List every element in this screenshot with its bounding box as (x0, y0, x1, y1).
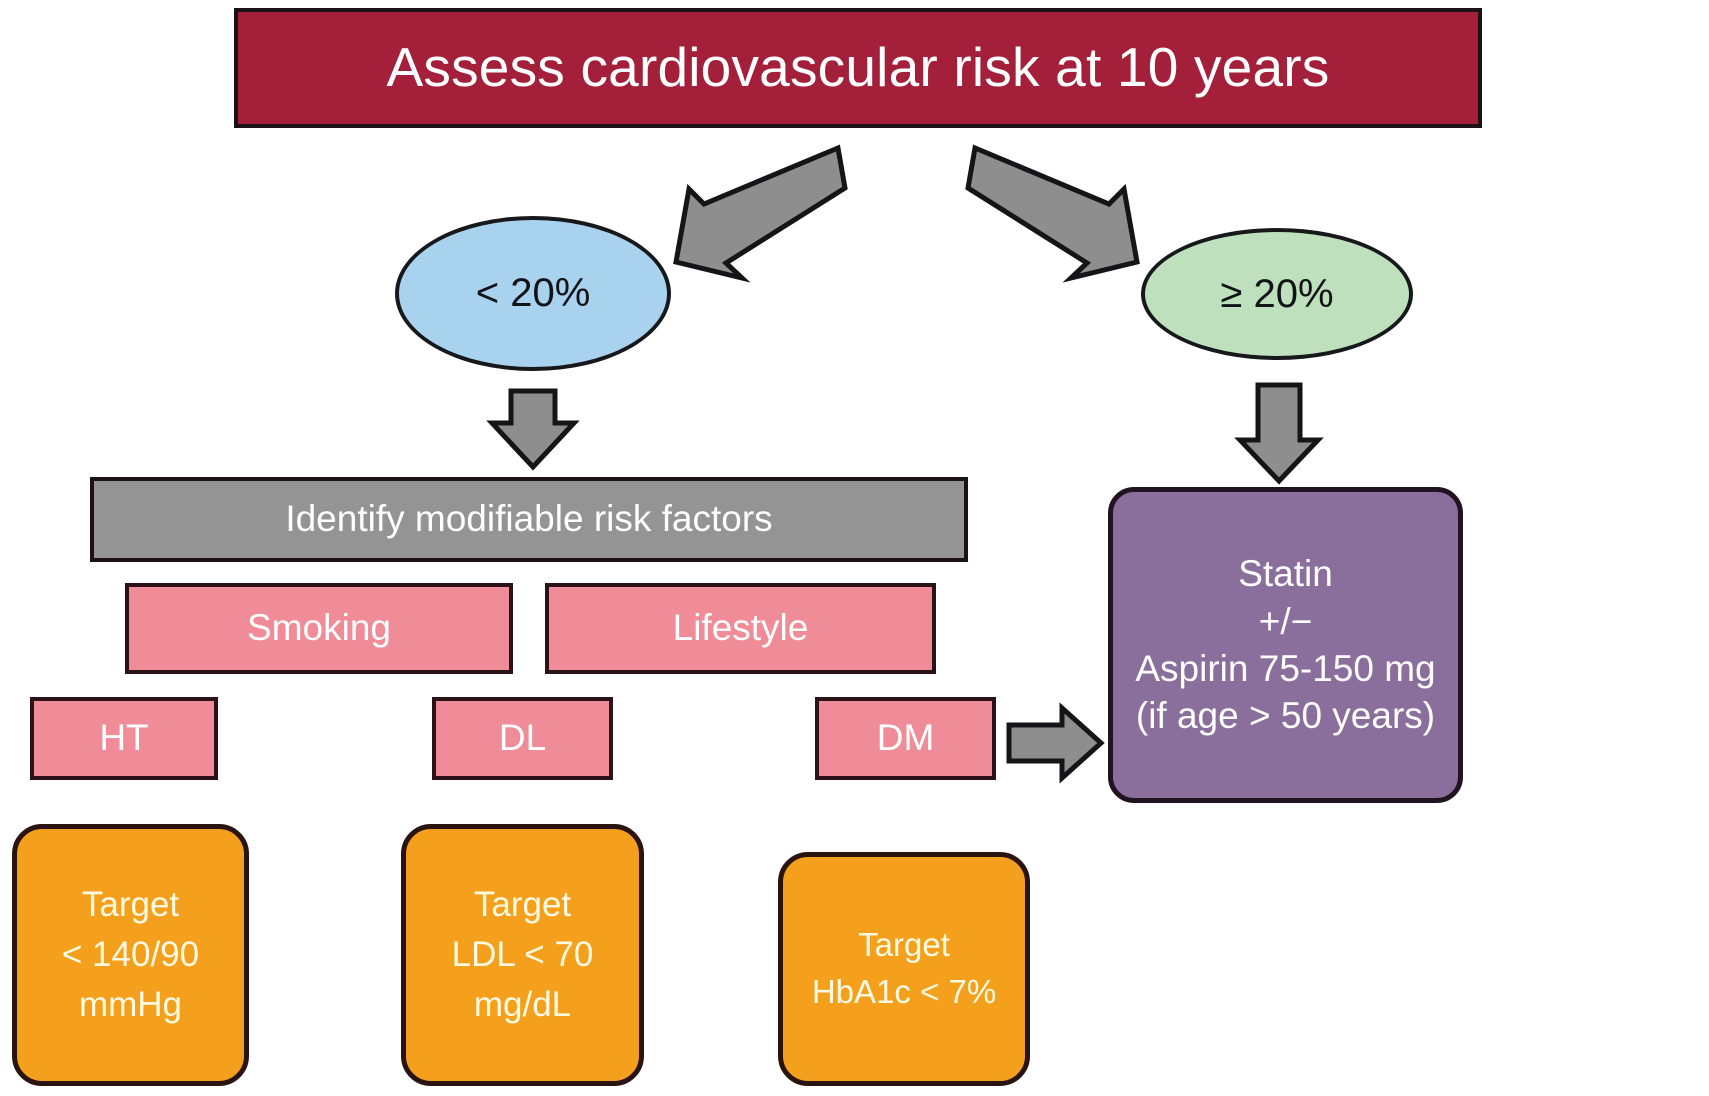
risk-high-ellipse: ≥ 20% (1141, 228, 1413, 360)
treatment-statin-box: Statin +/− Aspirin 75-150 mg (if age > 5… (1108, 487, 1463, 803)
title-banner: Assess cardiovascular risk at 10 years (234, 8, 1482, 128)
risk-factor-smoking: Smoking (125, 583, 513, 674)
arrow-banner-to-risk-high-icon (965, 144, 1140, 283)
arrow-dm-to-statin-icon (1006, 702, 1105, 784)
statin-line-2: +/− (1258, 600, 1313, 642)
target-ldl-line-2: LDL < 70 (451, 935, 594, 975)
target-blood-pressure-box: Target < 140/90 mmHg (12, 824, 249, 1086)
risk-factor-ht: HT (30, 697, 218, 780)
target-bp-line-3: mmHg (78, 984, 183, 1024)
statin-line-3: Aspirin 75-150 mg (1135, 648, 1436, 689)
arrow-risk-low-to-risk-factors-icon (486, 388, 580, 471)
target-bp-line-2: < 140/90 (61, 935, 200, 975)
statin-line-4: (if age > 50 years) (1135, 695, 1436, 737)
statin-line-1: Statin (1238, 553, 1333, 595)
risk-low-ellipse: < 20% (395, 216, 671, 371)
target-ldl-line-3: mg/dL (473, 984, 572, 1024)
target-hba1c-box: Target HbA1c < 7% (778, 852, 1030, 1086)
risk-factors-bar: Identify modifiable risk factors (90, 477, 968, 562)
target-a1c-line-2: HbA1c < 7% (811, 973, 997, 1010)
arrow-risk-high-to-statin-icon (1234, 382, 1324, 485)
target-bp-line-1: Target (81, 885, 180, 925)
risk-factor-lifestyle: Lifestyle (545, 583, 936, 674)
target-ldl-line-1: Target (473, 885, 572, 925)
target-a1c-line-1: Target (858, 926, 950, 964)
target-ldl-box: Target LDL < 70 mg/dL (401, 824, 644, 1086)
risk-factor-dm: DM (815, 697, 996, 780)
arrow-banner-to-risk-low-icon (673, 144, 848, 283)
risk-factor-dl: DL (432, 697, 613, 780)
